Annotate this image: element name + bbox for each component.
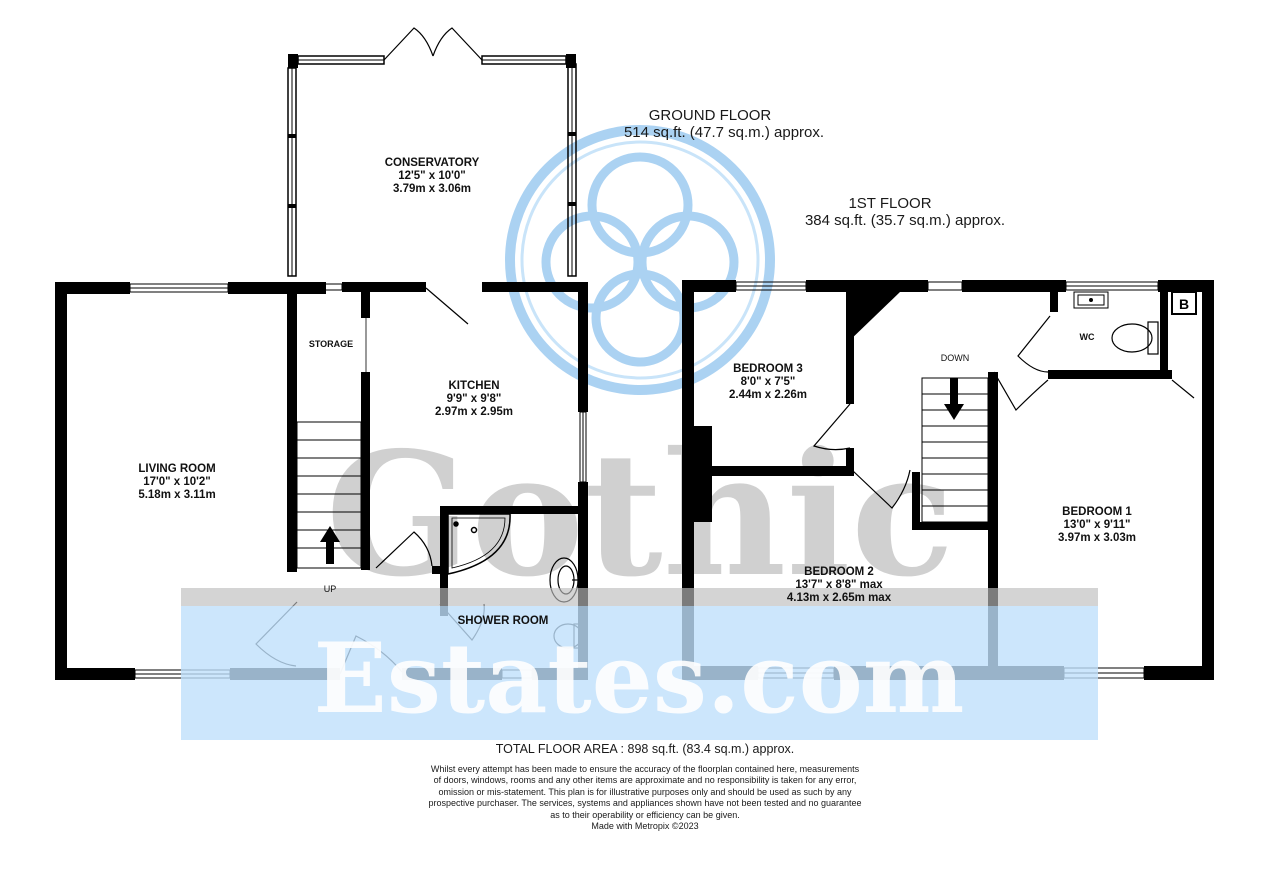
conservatory-walls — [287, 54, 577, 277]
wc-toilet-icon — [1111, 321, 1159, 355]
svg-text:5.18m x 3.11m: 5.18m x 3.11m — [138, 489, 215, 501]
disclaimer-line: Whilst every attempt has been made to en… — [430, 764, 860, 774]
watermark-logo — [505, 125, 775, 395]
svg-text:LIVING ROOM: LIVING ROOM — [138, 463, 215, 475]
watermark-band: Estates.com — [181, 588, 1098, 740]
footer: TOTAL FLOOR AREA : 898 sq.ft. (83.4 sq.m… — [380, 742, 910, 832]
svg-text:BEDROOM 1: BEDROOM 1 — [1062, 506, 1132, 518]
first-floor-heading: 1ST FLOOR 384 sq.ft. (35.7 sq.m.) approx… — [805, 195, 1005, 229]
svg-text:KITCHEN: KITCHEN — [448, 380, 499, 392]
boiler-label: B — [1179, 296, 1189, 312]
svg-text:8'0" x 7'5": 8'0" x 7'5" — [741, 376, 796, 388]
disclaimer-line: of doors, windows, rooms and any other i… — [433, 775, 857, 786]
room-label-bedroom-3: BEDROOM 3 8'0" x 7'5" 2.44m x 2.26m — [729, 363, 807, 401]
french-doors — [383, 27, 483, 61]
disclaimer-line: omission or mis-statement. This plan is … — [438, 786, 852, 797]
room-label-kitchen: KITCHEN 9'9" x 9'8" 2.97m x 2.95m — [435, 380, 513, 418]
svg-text:13'0" x 9'11": 13'0" x 9'11" — [1064, 519, 1131, 531]
svg-text:BEDROOM 2: BEDROOM 2 — [804, 566, 874, 578]
wc-basin-icon — [1073, 291, 1109, 309]
svg-text:CONSERVATORY: CONSERVATORY — [385, 157, 480, 169]
stairs-up-arrow-icon — [320, 526, 340, 564]
room-label-wc: WC — [1080, 332, 1095, 342]
room-label-shower-room: SHOWER ROOM — [458, 615, 549, 627]
first-floor-area: 384 sq.ft. (35.7 sq.m.) approx. — [805, 212, 1005, 229]
svg-text:9'9" x 9'8": 9'9" x 9'8" — [447, 393, 502, 405]
ground-floor-walls — [55, 282, 588, 680]
ground-floor-heading: GROUND FLOOR 514 sq.ft. (47.7 sq.m.) app… — [624, 107, 824, 141]
svg-text:12'5" x 10'0": 12'5" x 10'0" — [398, 170, 466, 182]
stairs-down-label: DOWN — [941, 353, 970, 363]
stairs-up-label: UP — [324, 584, 337, 594]
room-label-bedroom-1: BEDROOM 1 13'0" x 9'11" 3.97m x 3.03m — [1058, 506, 1136, 544]
boiler-icon: B — [1171, 291, 1197, 315]
disclaimer: Whilst every attempt has been made to en… — [380, 764, 910, 821]
shower-tray-icon — [447, 513, 511, 575]
svg-text:2.44m x 2.26m: 2.44m x 2.26m — [729, 389, 807, 401]
room-label-living-room: LIVING ROOM 17'0" x 10'2" 5.18m x 3.11m — [138, 463, 215, 501]
svg-text:4.13m x 2.65m max: 4.13m x 2.65m max — [787, 592, 892, 604]
first-floor-doors — [812, 315, 1195, 509]
ground-floor-title: GROUND FLOOR — [649, 107, 772, 124]
first-floor-title: 1ST FLOOR — [848, 195, 931, 212]
disclaimer-line: prospective purchaser. The services, sys… — [428, 798, 862, 809]
svg-text:13'7" x 8'8" max: 13'7" x 8'8" max — [795, 579, 883, 591]
ground-floor-stairs — [296, 421, 362, 569]
room-label-conservatory: CONSERVATORY 12'5" x 10'0" 3.79m x 3.06m — [385, 157, 480, 195]
stairs-down-arrow-icon — [944, 378, 964, 420]
svg-text:BEDROOM 3: BEDROOM 3 — [733, 363, 803, 375]
svg-text:3.79m x 3.06m: 3.79m x 3.06m — [393, 183, 471, 195]
svg-text:17'0" x 10'2": 17'0" x 10'2" — [143, 476, 211, 488]
disclaimer-line: as to their operability or efficiency ca… — [550, 809, 740, 820]
svg-text:3.97m x 3.03m: 3.97m x 3.03m — [1058, 532, 1136, 544]
room-label-storage: STORAGE — [309, 339, 353, 349]
gothic-quatrefoil-window-icon — [541, 152, 739, 367]
ground-floor-plan — [55, 27, 588, 680]
total-floor-area: TOTAL FLOOR AREA : 898 sq.ft. (83.4 sq.m… — [495, 742, 795, 756]
room-label-bedroom-2: BEDROOM 2 13'7" x 8'8" max 4.13m x 2.65m… — [787, 566, 892, 604]
watermark-estates-text: Estates.com — [314, 622, 965, 735]
svg-text:2.97m x 2.95m: 2.97m x 2.95m — [435, 406, 513, 418]
made-with-credit: Made with Metropix ©2023 — [591, 821, 699, 832]
ground-floor-area: 514 sq.ft. (47.7 sq.m.) approx. — [624, 124, 824, 141]
